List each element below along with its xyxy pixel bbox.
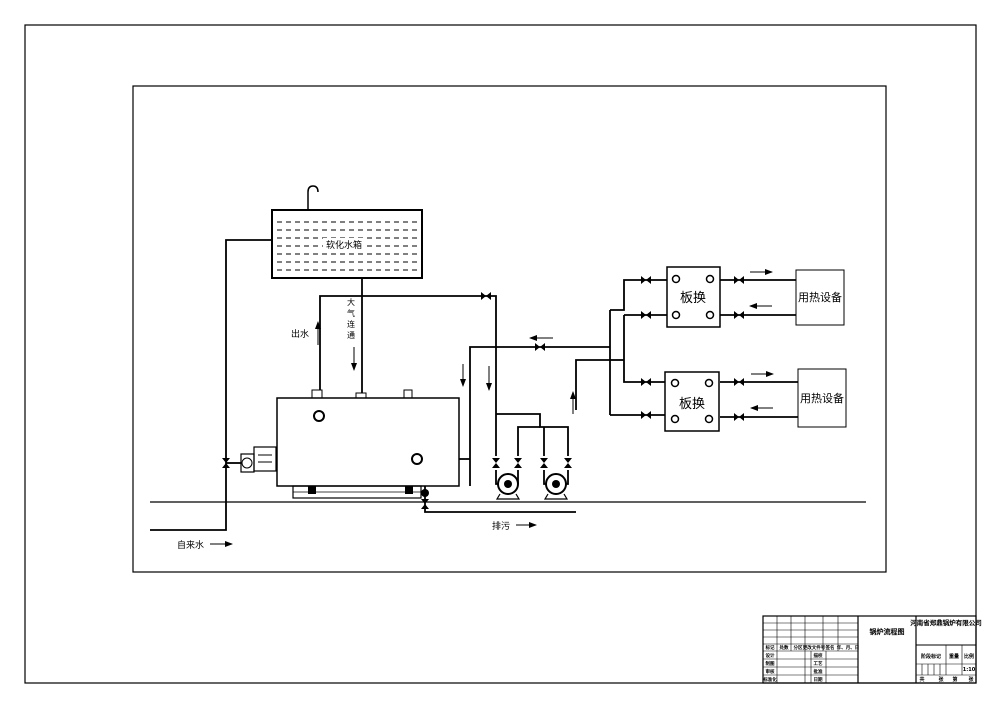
svg-text:制图: 制图 [766,660,775,667]
svg-text:大: 大 [347,297,355,307]
drawing-frame [132,85,887,573]
hot-outlet-pipe [319,295,497,456]
outlet-label: 出水 [291,328,309,340]
svg-text:连: 连 [347,319,355,329]
title-block-headers: 标记 处数 分区 更改文件号 签名 年、月、日 设计 制图 审核 标准化 描校 … [762,644,975,683]
svg-text:日期: 日期 [814,676,823,683]
svg-text:标记: 标记 [765,644,775,651]
svg-text:签名: 签名 [825,644,835,651]
heat-exchanger-2: 板换 [664,371,720,432]
valves [222,276,744,509]
heat-exchanger-1: 板换 [666,266,721,328]
title-block [762,615,977,684]
drawing-title: 锅炉流程图 [869,627,905,636]
svg-text:描校: 描校 [814,652,823,659]
svg-text:1:10: 1:10 [963,667,976,673]
svg-text:气: 气 [347,308,355,318]
heat-consumer-1: 用热设备 [795,269,845,326]
svg-text:张: 张 [968,676,974,683]
tank-label: 软化水箱 [326,239,362,251]
svg-text:更改文件号: 更改文件号 [803,644,826,651]
company-name: 河南省郑鼎锅炉有限公司 [910,618,982,627]
svg-text:批准: 批准 [814,668,823,675]
hx-2-label: 板换 [679,397,705,412]
softened-water-tank: 软化水箱 [271,185,423,279]
svg-text:第: 第 [952,676,957,683]
svg-text:年、月、日: 年、月、日 [837,644,860,651]
pump-feed-pipe [496,413,569,456]
return-main [469,346,610,486]
hx-1-label: 板换 [680,291,706,306]
svg-text:处数: 处数 [779,644,789,651]
svg-text:阶段标记: 阶段标记 [921,653,941,660]
svg-text:用热设备: 用热设备 [798,290,842,304]
outlet-gauge [313,410,325,422]
svg-text:用热设备: 用热设备 [800,391,844,405]
circulation-pump-1 [495,473,521,500]
svg-text:重量: 重量 [949,653,959,660]
return-gauge [411,453,423,465]
svg-text:分区: 分区 [794,644,803,651]
svg-text:比例: 比例 [964,653,974,660]
heat-consumer-2: 用热设备 [797,368,847,428]
svg-text:共: 共 [919,676,924,683]
circulation-pump-2 [543,473,569,500]
svg-text:设计: 设计 [766,652,775,659]
outer-frame [24,24,977,684]
svg-text:通: 通 [347,330,355,340]
supply-pipe [150,239,272,531]
svg-text:工艺: 工艺 [814,660,823,667]
svg-text:标准化: 标准化 [762,676,777,683]
hx-header [575,359,610,410]
svg-text:审核: 审核 [766,668,775,675]
boiler-body [276,389,460,499]
svg-text:张: 张 [938,676,944,683]
drain-label: 排污 [492,520,510,532]
burner [240,446,277,473]
vent-label: 大 气 连 通 [347,297,355,340]
inlet-label: 自来水 [177,539,204,551]
